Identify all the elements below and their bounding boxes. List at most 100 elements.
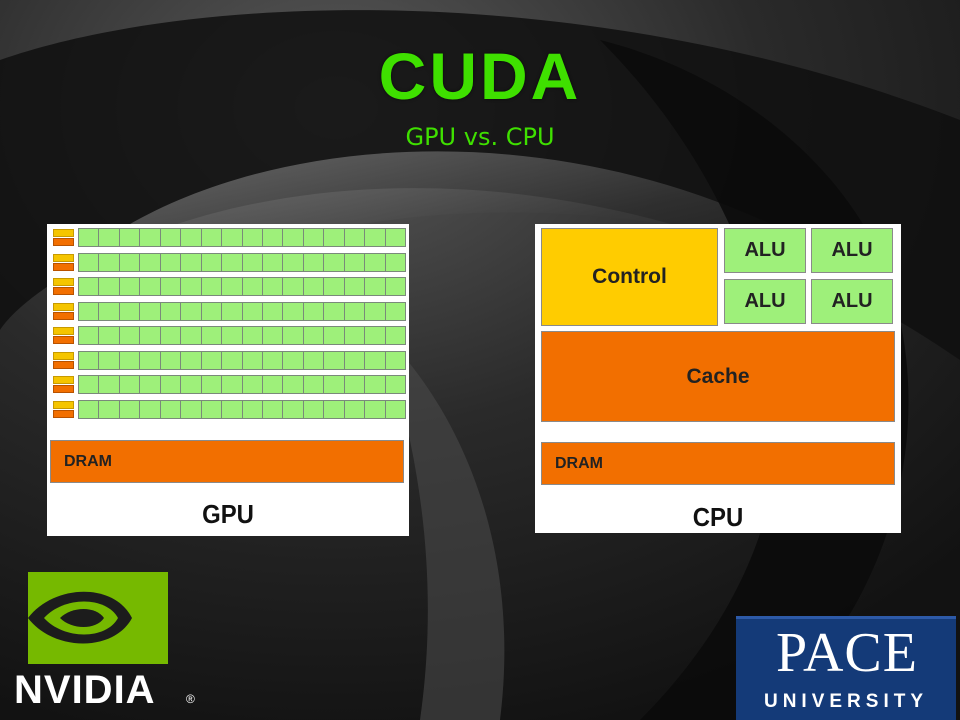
gpu-alu-strip [78,350,406,370]
gpu-alu-cell [262,229,283,246]
gpu-alu-cell [324,376,344,393]
cpu-control-block: Control [541,228,718,326]
gpu-alu-cell [283,400,303,418]
gpu-alu-strip [78,375,406,394]
gpu-alu-cell [324,278,344,295]
gpu-alu-cell [365,278,385,295]
gpu-alu-cell [140,302,160,320]
gpu-alu-cell [385,302,405,320]
gpu-alu-strip [78,399,406,419]
nvidia-logo: NVIDIA ® [14,572,195,708]
gpu-alu-cell [140,278,160,295]
gpu-alu-cell [385,278,405,295]
gpu-alu-cell [99,351,119,369]
gpu-alu-cell [222,400,242,418]
gpu-alu-cell [385,229,405,246]
gpu-alu-cell [303,351,324,369]
gpu-alu-cell [303,400,324,418]
gpu-control-block [53,351,74,360]
gpu-alu-cell [79,327,99,344]
gpu-alu-cell [160,376,181,393]
gpu-alu-cell [119,253,140,271]
gpu-control-block [53,278,74,286]
gpu-alu-cell [99,253,119,271]
gpu-cache-block [53,385,74,393]
gpu-alu-cell [262,253,283,271]
gpu-alu-cell [119,400,140,418]
gpu-alu-cell [365,400,385,418]
gpu-alu-cell [181,229,201,246]
gpu-alu-cell [140,376,160,393]
gpu-alu-cell [160,327,181,344]
gpu-control-block [53,253,74,262]
gpu-alu-cell [79,351,99,369]
gpu-alu-cell [385,253,405,271]
gpu-alu-cell [79,253,99,271]
gpu-cache-block [53,409,74,418]
gpu-alu-cell [324,351,344,369]
gpu-alu-cell [160,278,181,295]
gpu-alu-strip [78,326,406,345]
gpu-alu-cell [365,229,385,246]
gpu-alu-cell [344,327,365,344]
gpu-alu-cell [385,376,405,393]
gpu-alu-cell [79,400,99,418]
gpu-alu-cell [160,253,181,271]
gpu-alu-cell [324,400,344,418]
gpu-alu-cell [303,327,324,344]
gpu-alu-strip [78,301,406,321]
cpu-alu-block: ALU [811,279,893,324]
gpu-core-row [50,301,406,322]
gpu-core-row [50,276,406,297]
gpu-alu-cell [344,376,365,393]
gpu-alu-cell [303,302,324,320]
gpu-alu-cell [119,229,140,246]
gpu-alu-cell [79,376,99,393]
gpu-alu-cell [160,351,181,369]
gpu-alu-cell [303,229,324,246]
pace-wordmark: PACE [775,622,918,684]
gpu-alu-cell [303,278,324,295]
gpu-alu-cell [140,400,160,418]
gpu-alu-cell [222,253,242,271]
gpu-alu-cell [99,400,119,418]
gpu-alu-cell [160,229,181,246]
gpu-alu-cell [222,278,242,295]
gpu-core-row [50,252,406,273]
gpu-alu-cell [201,400,222,418]
gpu-alu-cell [365,351,385,369]
gpu-alu-cell [99,278,119,295]
cpu-alu-block: ALU [811,228,893,273]
gpu-alu-cell [365,376,385,393]
cpu-dram-block: DRAM [541,442,895,485]
gpu-alu-cell [140,229,160,246]
nvidia-registered-mark: ® [186,692,195,706]
gpu-alu-cell [140,253,160,271]
gpu-alu-cell [283,278,303,295]
gpu-alu-cell [119,278,140,295]
gpu-alu-cell [283,229,303,246]
cpu-label: CPU [692,502,744,532]
gpu-alu-cell [283,351,303,369]
gpu-alu-cell [119,302,140,320]
pace-university-logo: PACE UNIVERSITY [736,616,956,720]
gpu-alu-cell [79,229,99,246]
gpu-alu-cell [344,278,365,295]
gpu-core-row [50,227,406,248]
cpu-diagram: Control ALU ALU ALU ALU Cache DRAM CPU [535,224,901,533]
gpu-core-row [50,350,406,371]
gpu-alu-cell [181,302,201,320]
gpu-alu-cell [324,229,344,246]
gpu-alu-cell [262,351,283,369]
gpu-label: GPU [202,499,254,529]
gpu-alu-strip [78,252,406,272]
gpu-alu-cell [181,351,201,369]
gpu-alu-cell [181,376,201,393]
cpu-alu-block: ALU [724,228,806,273]
gpu-alu-cell [181,400,201,418]
gpu-cache-block [53,262,74,271]
gpu-alu-cell [262,376,283,393]
gpu-alu-cell [99,302,119,320]
gpu-cache-block [53,336,74,344]
gpu-alu-cell [262,327,283,344]
